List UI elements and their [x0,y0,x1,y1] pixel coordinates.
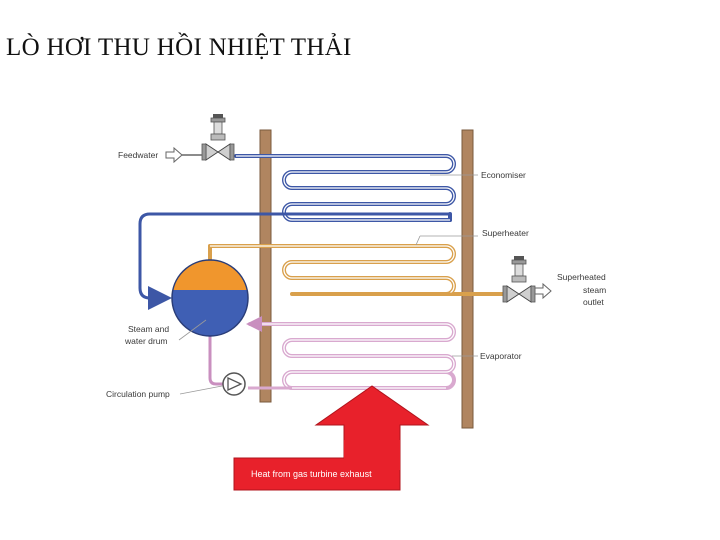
left-wall [259,129,272,403]
label-drum-1: Steam and [128,324,169,334]
valve-icon [201,114,235,161]
superheater-coil [208,244,507,296]
label-superheated-1: Superheated [557,272,606,282]
label-economiser: Economiser [481,170,526,180]
arrow-icon [534,282,552,300]
steam-water-drum [171,259,249,337]
label-evaporator: Evaporator [480,351,522,361]
right-wall [461,129,474,429]
label-feedwater: Feedwater [118,150,158,160]
slide-title: LÒ HƠI THU HỒI NHIỆT THẢI [6,34,352,61]
label-superheated-3: outlet [583,297,604,307]
label-superheater: Superheater [482,228,529,238]
label-pump: Circulation pump [106,389,170,399]
label-heat: Heat from gas turbine exhaust [251,469,372,479]
heat-arrow [233,385,430,491]
feedwater-line-to-drum [138,212,450,310]
valve-icon [502,256,536,303]
pump-icon [222,372,246,396]
label-superheated-2: steam [583,285,606,295]
label-drum-2: water drum [124,336,168,346]
arrow-icon [165,146,202,164]
drum-to-pump-line [208,334,224,386]
